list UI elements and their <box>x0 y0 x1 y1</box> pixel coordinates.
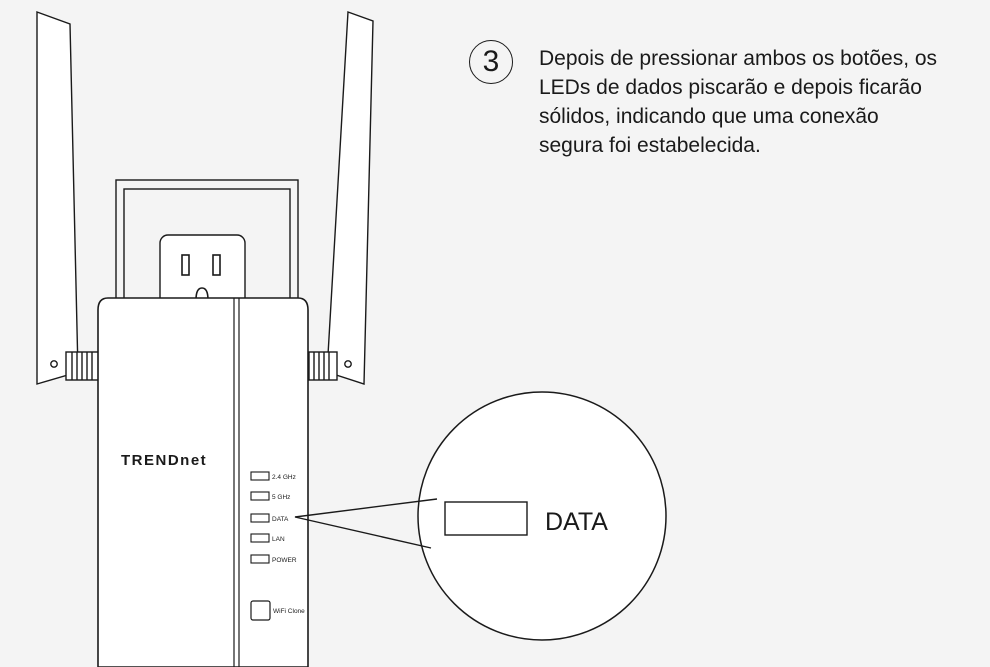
step-number-badge: 3 <box>469 40 513 84</box>
instruction-line: LEDs de dados piscarão e depois ficarão <box>539 76 922 99</box>
instruction-line: sólidos, indicando que uma conexão <box>539 105 879 128</box>
right-antenna <box>302 11 374 385</box>
led-label: 2.4 GHz <box>272 474 296 481</box>
led-label: 5 GHz <box>272 494 290 501</box>
wall-outlet <box>115 179 299 311</box>
led-indicator-lan: LAN <box>250 533 285 543</box>
left-antenna <box>36 11 101 385</box>
led-indicator-data: DATA <box>250 513 289 523</box>
led-indicator-2-4ghz: 2.4 GHz <box>250 471 296 481</box>
instruction-line: segura foi estabelecida. <box>539 134 761 157</box>
step-instruction: Depois de pressionar ambos os botões, os… <box>539 44 979 160</box>
led-label: DATA <box>272 516 289 523</box>
led-indicator-power: POWER <box>250 554 297 564</box>
step-number: 3 <box>482 45 500 78</box>
data-led-callout: DATA <box>294 391 667 641</box>
wifi-clone-label: WiFi Clone <box>273 608 305 615</box>
callout-label: DATA <box>545 508 608 536</box>
led-label: LAN <box>272 536 285 543</box>
instruction-line: Depois de pressionar ambos os botões, os <box>539 47 938 70</box>
led-indicator-5ghz: 5 GHz <box>250 491 290 501</box>
powerline-device: TRENDnet 2.4 GHz 5 GHz DATA LAN POWER Wi… <box>97 297 309 667</box>
callout-led-box <box>444 501 528 536</box>
wifi-clone-button: WiFi Clone <box>250 600 305 621</box>
led-label: POWER <box>272 557 297 564</box>
brand-logo: TRENDnet <box>121 452 207 469</box>
